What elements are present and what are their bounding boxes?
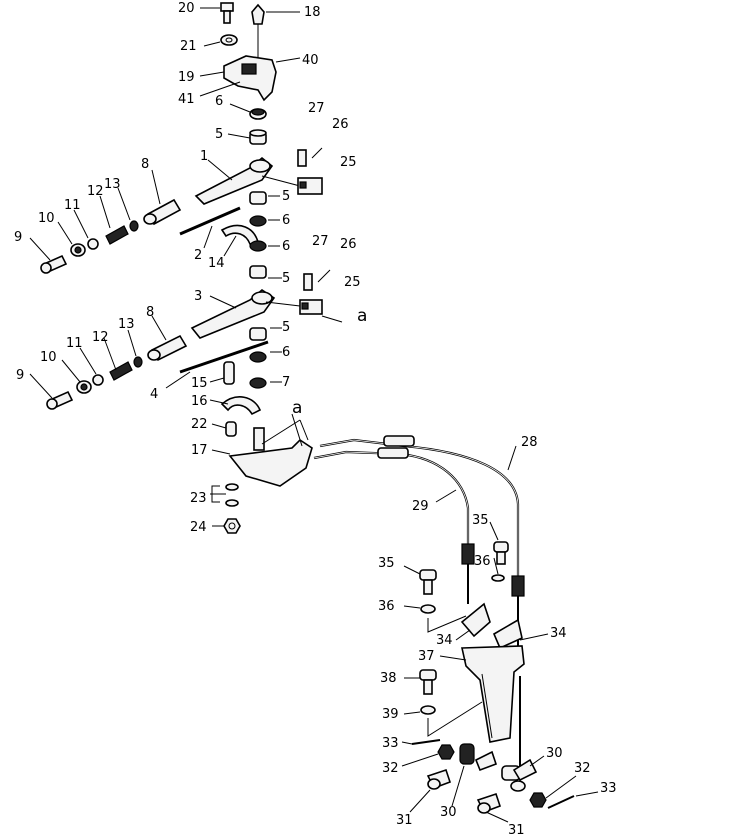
label-24: 24	[190, 520, 207, 535]
label-36-right: 36	[474, 554, 491, 569]
label-13-lower: 13	[118, 317, 135, 332]
base-bracket	[223, 419, 313, 534]
label-14: 14	[208, 256, 225, 271]
label-6-mid1: 6	[282, 213, 290, 228]
label-31-left: 31	[396, 813, 413, 828]
label-32-left: 32	[382, 761, 399, 776]
label-6-top: 6	[215, 94, 223, 109]
label-12-upper: 12	[87, 184, 104, 199]
label-3: 3	[194, 289, 202, 304]
label-15: 15	[191, 376, 208, 391]
label-12-lower: 12	[92, 330, 109, 345]
label-5-mid1: 5	[282, 189, 290, 204]
label-19: 19	[178, 70, 195, 85]
label-31-right: 31	[508, 823, 525, 837]
label-33-left: 33	[382, 736, 399, 751]
label-21: 21	[180, 39, 197, 54]
label-39: 39	[382, 707, 399, 722]
upper-lever-assembly	[40, 147, 323, 279]
label-34-left: 34	[436, 633, 453, 648]
label-38: 38	[380, 671, 397, 686]
label-29: 29	[412, 499, 429, 514]
label-18: 18	[304, 5, 321, 20]
label-7: 7	[282, 375, 290, 390]
label-5-low: 5	[282, 320, 290, 335]
label-41: 41	[178, 92, 195, 107]
label-35-left: 35	[378, 556, 395, 571]
label-4: 4	[150, 387, 158, 402]
label-40: 40	[302, 53, 319, 68]
label-32-right: 32	[574, 761, 591, 776]
label-11-upper: 11	[64, 198, 81, 213]
label-9-upper: 9	[14, 230, 22, 245]
label-30-left: 30	[440, 805, 457, 820]
label-20: 20	[178, 1, 195, 16]
label-33-right: 33	[600, 781, 617, 796]
label-8-upper: 8	[141, 157, 149, 172]
label-25-upper: 25	[340, 155, 357, 170]
label-a-upper: a	[357, 306, 367, 326]
label-28: 28	[521, 435, 538, 450]
label-34-right: 34	[550, 626, 567, 641]
part-labels: 20 18 21 40 19 41 6 5 27 26 25 1 8 13 12…	[14, 1, 617, 837]
label-17: 17	[191, 443, 208, 458]
label-16: 16	[191, 394, 208, 409]
label-37: 37	[418, 649, 435, 664]
label-2: 2	[194, 248, 202, 263]
label-5-mid2: 5	[282, 271, 290, 286]
label-26-lower: 26	[340, 237, 357, 252]
label-27-upper: 27	[308, 101, 325, 116]
label-5-top: 5	[215, 127, 223, 142]
lower-lever-assembly	[46, 269, 343, 416]
label-10-lower: 10	[40, 350, 57, 365]
label-11-lower: 11	[66, 336, 83, 351]
label-13-upper: 13	[104, 177, 121, 192]
control-cables	[313, 435, 525, 770]
label-a-lower: a	[292, 398, 302, 418]
bottom-hardware	[411, 739, 575, 814]
label-6-mid2: 6	[282, 239, 290, 254]
label-6-low: 6	[282, 345, 290, 360]
label-23: 23	[190, 491, 207, 506]
label-26-upper: 26	[332, 117, 349, 132]
label-25-lower: 25	[344, 275, 361, 290]
label-30-right: 30	[546, 746, 563, 761]
label-27-lower: 27	[312, 234, 329, 249]
label-8-lower: 8	[146, 305, 154, 320]
label-35-right: 35	[472, 513, 489, 528]
label-10-upper: 10	[38, 211, 55, 226]
label-36-left: 36	[378, 599, 395, 614]
leader-lines	[29, 7, 599, 823]
label-1: 1	[200, 149, 208, 164]
label-22: 22	[191, 417, 208, 432]
cover-assembly	[220, 2, 277, 145]
right-bracket	[419, 541, 525, 743]
label-9-lower: 9	[16, 368, 24, 383]
